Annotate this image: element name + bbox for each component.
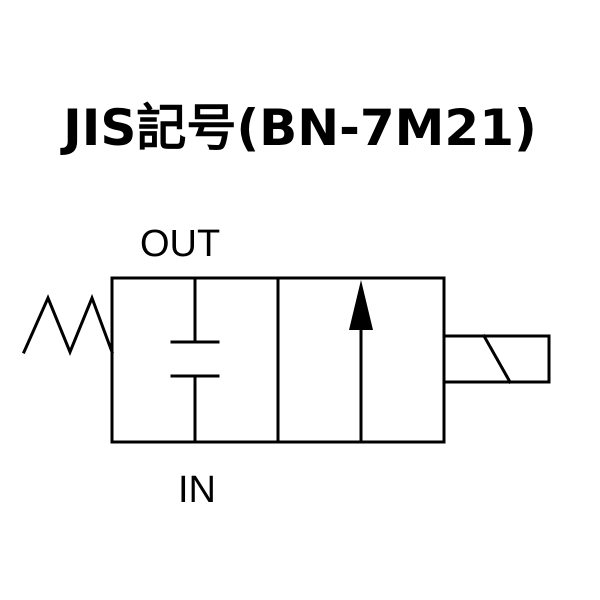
flow-arrow-icon	[349, 280, 373, 444]
solenoid-icon	[442, 333, 551, 385]
port-label-in: IN	[178, 469, 216, 511]
spring-icon	[22, 293, 114, 356]
diagram-title: JIS記号(BN-7M21)	[63, 99, 537, 157]
port-label-out: OUT	[140, 223, 221, 265]
closed-port-icon	[170, 276, 220, 444]
